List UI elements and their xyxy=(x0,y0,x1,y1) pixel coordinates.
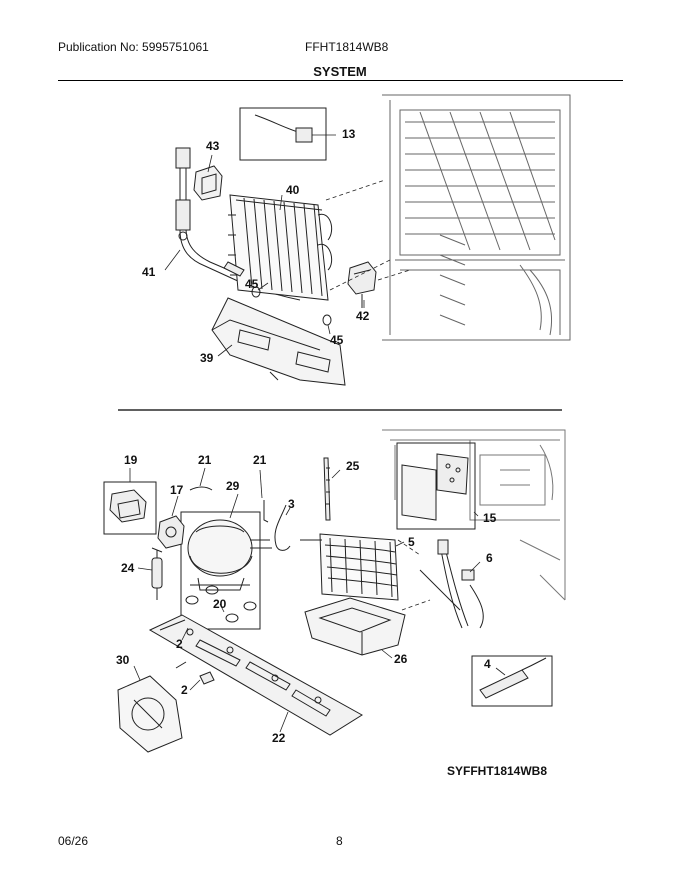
part-41-tubing xyxy=(175,147,301,301)
callout-25: 25 xyxy=(346,459,360,473)
part-24-drier xyxy=(151,547,163,600)
callout-2-lower: 2 xyxy=(181,683,188,697)
callout-17: 17 xyxy=(170,483,184,497)
model-number: FFHT1814WB8 xyxy=(305,40,389,54)
part-22-base-rail xyxy=(148,614,363,736)
publication-number: Publication No: 5995751061 xyxy=(58,40,209,54)
header-rule xyxy=(58,80,623,81)
part-6-harness xyxy=(419,539,484,629)
callout-45-upper: 45 xyxy=(245,277,259,291)
callout-21-right: 21 xyxy=(253,453,267,467)
footer-date: 06/26 xyxy=(58,834,89,848)
detail-box-13 xyxy=(239,107,327,161)
callout-19: 19 xyxy=(124,453,138,467)
part-2-clip xyxy=(199,671,215,685)
cabinet-upper-illustration xyxy=(382,94,571,341)
detail-box-4 xyxy=(471,655,553,707)
callout-6: 6 xyxy=(486,551,493,565)
part-25-tube xyxy=(323,457,331,521)
callout-5: 5 xyxy=(408,535,415,549)
part-21-tube-a xyxy=(189,486,213,491)
part-45-grommet-a xyxy=(251,286,261,298)
part-20-grommets xyxy=(185,585,257,623)
part-45-grommet-b xyxy=(322,314,332,326)
callout-13: 13 xyxy=(342,127,356,141)
part-42-connector xyxy=(347,261,377,308)
detail-box-15 xyxy=(396,442,476,530)
part-30-fan-shroud xyxy=(117,675,183,753)
callout-4: 4 xyxy=(484,657,491,671)
part-2-wire xyxy=(175,661,187,669)
callout-39: 39 xyxy=(200,351,214,365)
callout-26: 26 xyxy=(394,652,408,666)
cabinet-rear-illustration xyxy=(382,429,566,601)
part-39-evaporator-cover xyxy=(211,297,346,386)
part-29-compressor xyxy=(187,519,272,591)
callout-29: 29 xyxy=(226,479,240,493)
part-40-evaporator xyxy=(228,194,333,301)
part-45-clip xyxy=(223,261,245,277)
callout-45-lower: 45 xyxy=(330,333,344,347)
callout-24: 24 xyxy=(121,561,135,575)
part-26-condenser-pan xyxy=(304,597,406,656)
callout-43: 43 xyxy=(206,139,220,153)
callout-3: 3 xyxy=(288,497,295,511)
callout-40: 40 xyxy=(286,183,300,197)
callout-2-upper: 2 xyxy=(176,637,183,651)
callout-22: 22 xyxy=(272,731,286,745)
section-title: SYSTEM xyxy=(313,64,367,79)
footer-page-number: 8 xyxy=(336,834,343,848)
part-21-tube-b xyxy=(263,500,269,523)
callout-15: 15 xyxy=(483,511,497,525)
callout-30: 30 xyxy=(116,653,130,667)
detail-box-compressor xyxy=(180,511,261,630)
part-3-tube xyxy=(274,504,291,551)
callout-41: 41 xyxy=(142,265,156,279)
leader-lines-upper xyxy=(164,154,411,357)
callout-42: 42 xyxy=(356,309,370,323)
callout-21-left: 21 xyxy=(198,453,212,467)
part-5-condenser xyxy=(300,533,399,601)
part-17-start-device xyxy=(157,515,185,549)
diagram-code: SYFFHT1814WB8 xyxy=(447,764,547,778)
part-43-bracket xyxy=(193,165,223,201)
leader-lines-lower xyxy=(129,467,506,733)
callout-20: 20 xyxy=(213,597,227,611)
